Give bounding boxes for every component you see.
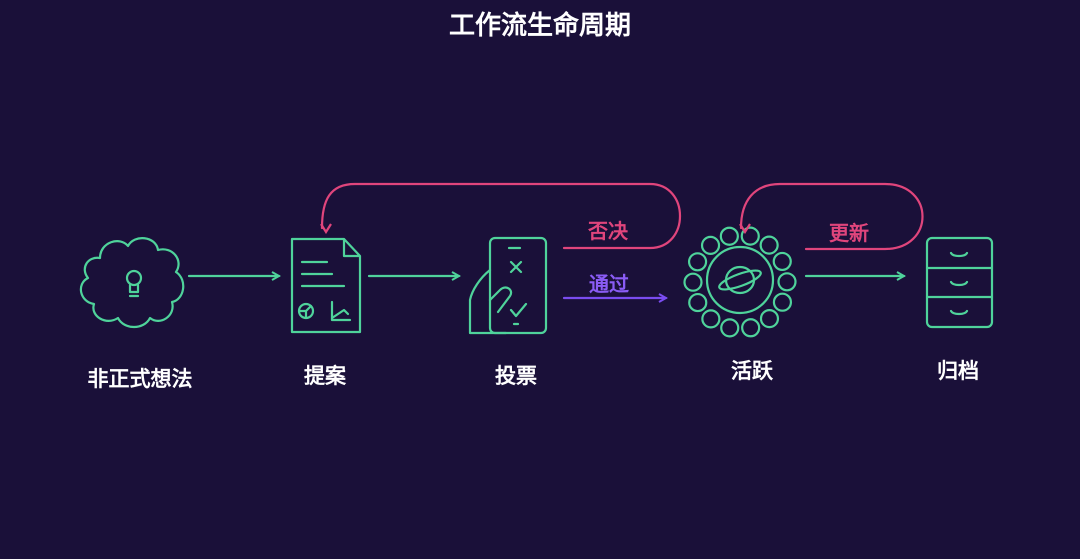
ring-circle (683, 272, 703, 292)
document-chart-icon (290, 237, 362, 334)
ring-circle (688, 292, 708, 313)
ring-circle (777, 272, 797, 292)
veto-label: 否决 (587, 219, 629, 243)
hand-phone-vote-icon (468, 236, 548, 335)
stage-label-proposal: 提案 (304, 364, 347, 388)
ring-circle (720, 318, 740, 338)
stage-label-active: 活跃 (731, 359, 774, 383)
update-loop-arrow (741, 182, 924, 251)
cloud-lightbulb-icon (79, 237, 185, 329)
update-label: 更新 (829, 221, 869, 245)
pass-label: 通过 (589, 272, 629, 296)
ring-circle (701, 309, 721, 329)
ring-circle (687, 252, 708, 272)
stage-label-archive: 归档 (937, 359, 979, 383)
ring-circle (719, 226, 739, 246)
veto-loop-arrow (322, 182, 682, 250)
ring-circle (741, 318, 761, 338)
diagram-title: 工作流生命周期 (449, 10, 631, 41)
ring-circle (700, 235, 721, 255)
stage-label-informal-idea: 非正式想法 (88, 367, 193, 391)
ring-circle (772, 251, 792, 272)
stage-label-vote: 投票 (495, 364, 537, 388)
ring-circle (772, 292, 793, 312)
planet-ring-icon (683, 226, 797, 338)
ring-circle (740, 226, 760, 246)
filing-cabinet-icon (925, 236, 994, 329)
ring-circle (759, 235, 779, 255)
ring-circle (759, 309, 780, 329)
